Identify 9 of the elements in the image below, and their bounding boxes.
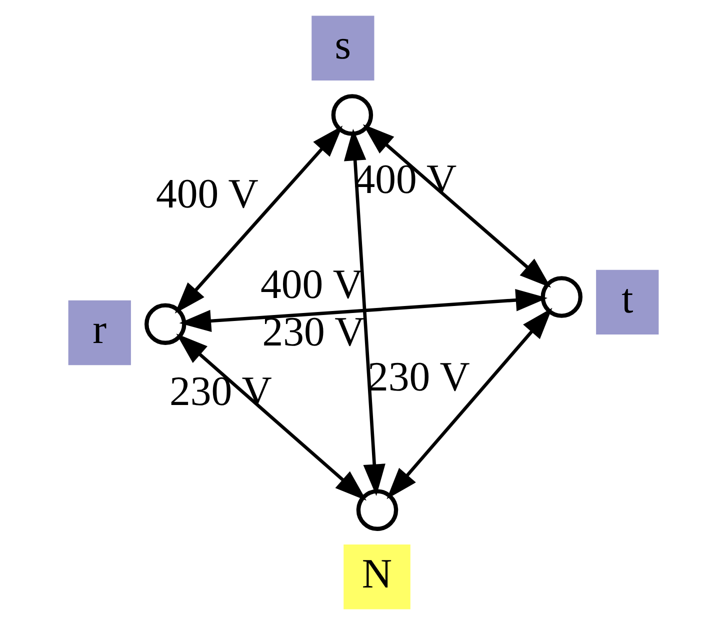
- node-label: s: [334, 22, 352, 69]
- node-label: t: [622, 276, 634, 323]
- edge-label: 400 V: [156, 171, 258, 218]
- edge-label: 400 V: [260, 262, 364, 308]
- edge-label: 230 V: [367, 354, 470, 400]
- edge-label: 230 V: [169, 369, 272, 415]
- edge-label: 230 V: [262, 309, 365, 356]
- node-label: N: [362, 551, 392, 598]
- node-label: r: [92, 307, 107, 354]
